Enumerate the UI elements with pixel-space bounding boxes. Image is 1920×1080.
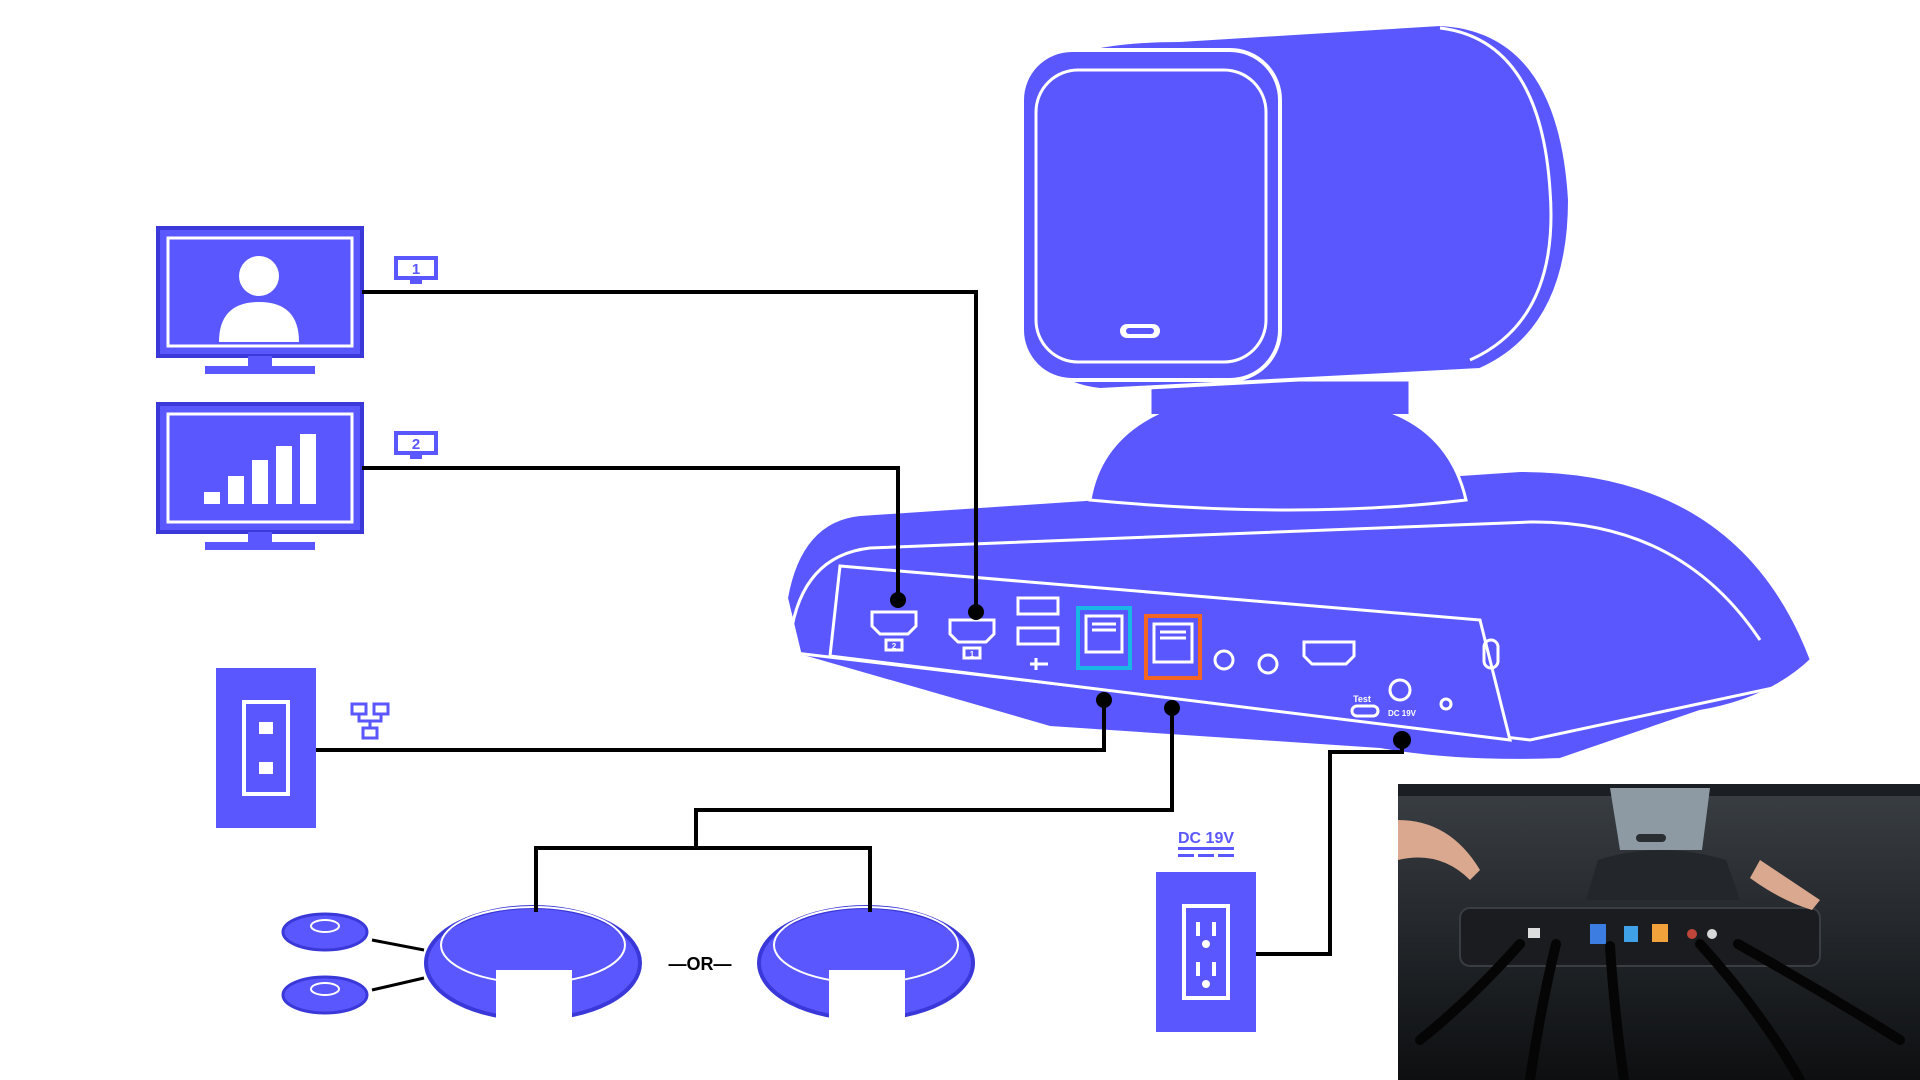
audio-out-jack xyxy=(1213,649,1235,671)
test-port-label: Test xyxy=(1353,694,1371,704)
poe-port xyxy=(1144,614,1202,680)
network-icon xyxy=(350,702,390,740)
lan-cable-wall-jack xyxy=(316,700,1106,752)
speakerphone-with-mics xyxy=(424,905,642,1024)
test-usb-c-port xyxy=(1350,704,1380,718)
extension-mic-bottom xyxy=(281,975,369,1015)
hdmi-out-2-port xyxy=(870,610,918,652)
hdmi-1-port-label: 1 xyxy=(970,650,975,659)
monitor-2-badge: 2 xyxy=(394,431,438,459)
hdmi-2-port-label: 2 xyxy=(892,642,897,651)
photo-hands xyxy=(1398,820,1820,910)
usb-ports xyxy=(1016,596,1060,670)
display-1-monitor xyxy=(156,226,364,374)
extension-mic-top xyxy=(281,912,369,952)
photo-cables xyxy=(1415,939,1905,1080)
dc-power-jack xyxy=(1388,678,1412,702)
bar-chart-icon xyxy=(204,434,316,504)
mic-in-jack xyxy=(1257,653,1279,675)
camera-photo-icon xyxy=(1459,788,1821,967)
display-2-monitor xyxy=(156,402,364,550)
hdmi-out-1-port xyxy=(948,618,996,660)
power-outlet xyxy=(1156,872,1256,1032)
cable-endpoints xyxy=(890,592,1411,749)
camera-rear-ports xyxy=(870,596,1500,718)
hdmi-cable-display-2 xyxy=(362,466,900,600)
power-outlet-voltage: DC 19V xyxy=(1178,830,1234,847)
or-label: —OR— xyxy=(669,954,732,974)
network-wall-jack xyxy=(216,668,316,828)
hdmi-cable-display-1 xyxy=(362,290,978,612)
dc-port-label: DC 19V xyxy=(1388,709,1417,718)
reset-button xyxy=(1439,697,1453,711)
monitor-1-number: 1 xyxy=(412,261,420,278)
ptz-camera xyxy=(769,21,1815,763)
mic-cable-top xyxy=(371,938,425,952)
camera-neck xyxy=(1088,406,1468,512)
power-cable xyxy=(1256,740,1404,956)
monitor-2-number: 2 xyxy=(412,436,420,453)
inset-photo xyxy=(1398,784,1920,1080)
monitor-1-badge: 1 xyxy=(394,256,438,284)
person-icon xyxy=(219,256,299,342)
power-outlet-label: DC 19V xyxy=(1178,830,1234,857)
poe-cable-speakerphones xyxy=(534,708,1174,912)
mic-cable-bottom xyxy=(371,976,425,992)
kensington-lock-slot xyxy=(1482,638,1500,670)
poe-cable-branch xyxy=(696,846,872,912)
speakerphone-standalone xyxy=(757,905,975,1024)
lan-port xyxy=(1076,606,1132,670)
hdmi-in-port xyxy=(1302,640,1356,666)
